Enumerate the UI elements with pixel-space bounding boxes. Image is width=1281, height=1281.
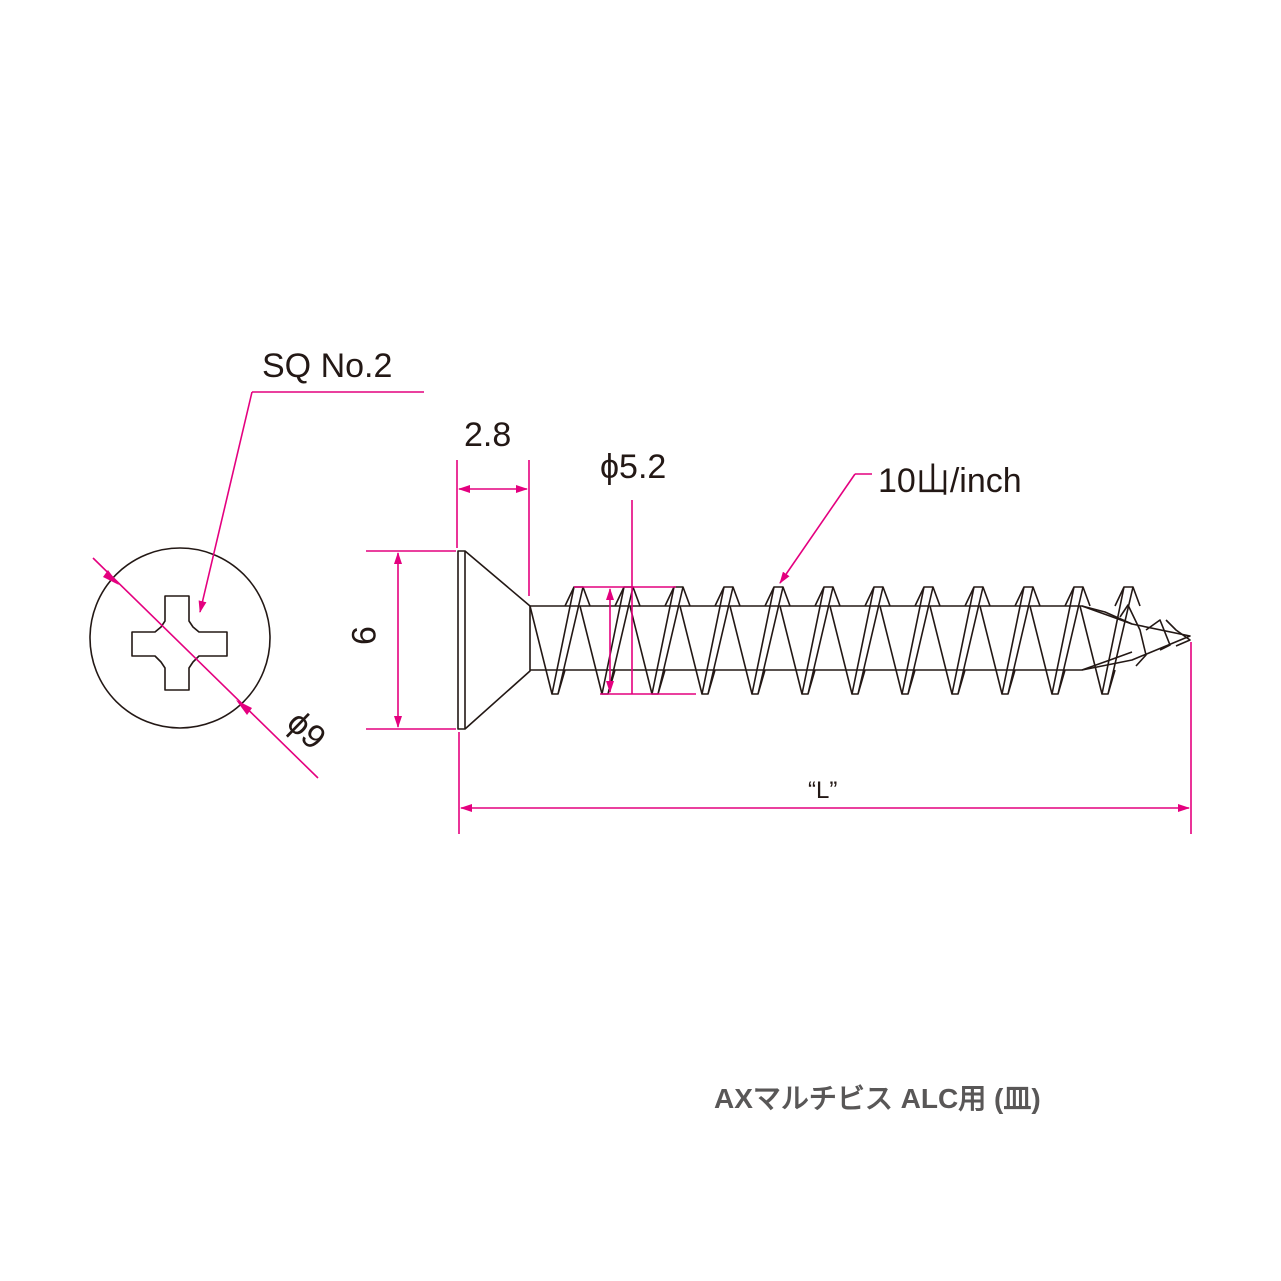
screw-side-view: [457, 550, 1191, 730]
thread-crest: [729, 586, 791, 695]
thread-crests: [529, 586, 1141, 695]
shank-outline: [530, 605, 1191, 671]
arrow-head: [236, 700, 252, 715]
drive-type-leader: [198, 391, 424, 613]
arrow-head: [103, 570, 119, 585]
shank-diameter-dimension: [574, 500, 696, 695]
shank-diameter-label: ϕ5.2: [600, 448, 666, 486]
thread-crest: [979, 586, 1041, 695]
thread-crest: [1079, 586, 1141, 695]
countersunk-head: [457, 550, 531, 730]
screw-tip: [1081, 604, 1191, 671]
thread-pitch-label: 10山/inch: [878, 462, 1022, 500]
thread-crest: [679, 586, 741, 695]
thread-pitch-leader: [779, 473, 872, 584]
thread-crest: [929, 586, 991, 695]
thread-crest: [879, 586, 941, 695]
product-title: AXマルチビス ALC用 (皿): [714, 1083, 1041, 1114]
length-label: “L”: [808, 777, 837, 804]
drive-type-label: SQ No.2: [262, 347, 392, 385]
thread-crest: [1029, 586, 1091, 695]
head-width-dimension: [366, 550, 456, 730]
thread-crest: [529, 586, 591, 695]
thread-crest: [829, 586, 891, 695]
head-diameter-dimension: [92, 557, 319, 779]
head-height-label: 2.8: [464, 416, 511, 454]
square-recess-cross: [131, 595, 228, 691]
head-width-label: 9: [344, 626, 382, 645]
length-dimension: [458, 642, 1192, 834]
thread-crest: [779, 586, 841, 695]
head-circle: [89, 547, 271, 729]
head-height-dimension: [456, 460, 530, 596]
head-top-view: [89, 547, 271, 729]
